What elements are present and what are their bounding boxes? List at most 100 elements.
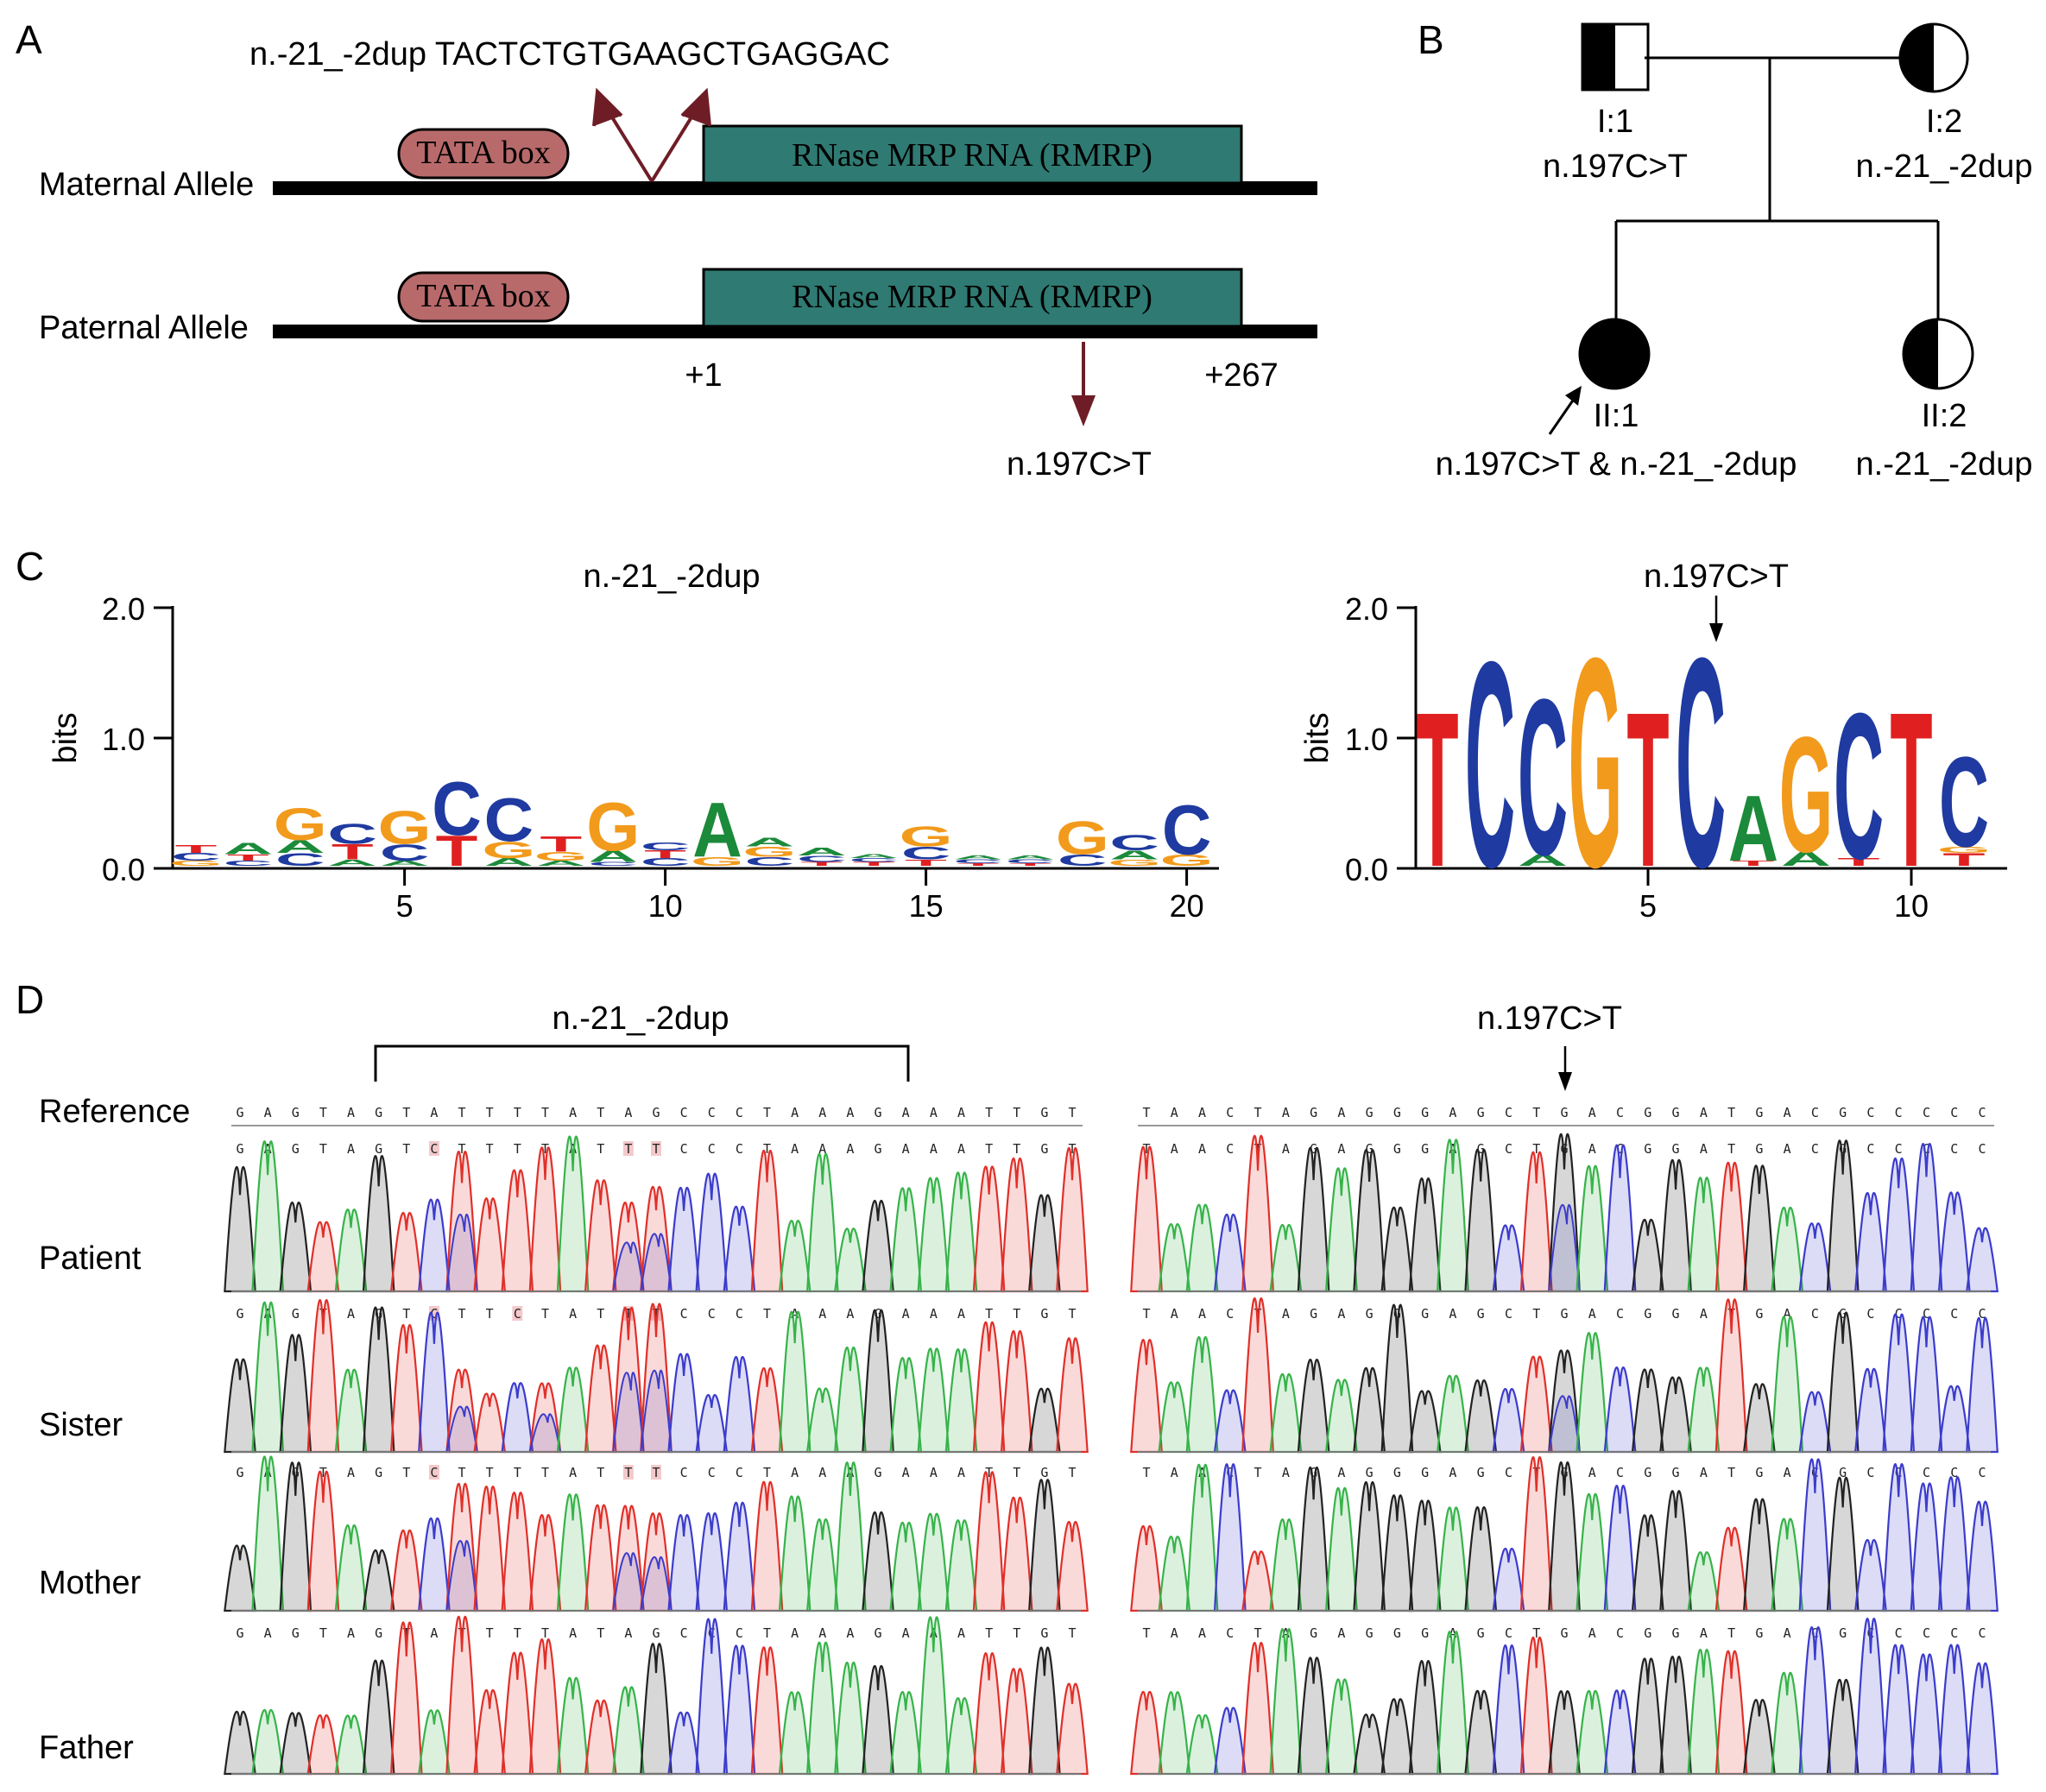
mother-right-seq-base-4: T (1254, 1465, 1262, 1480)
logo1-letter-13-1: C (797, 854, 847, 864)
mother-right-seq-base-7: A (1337, 1465, 1345, 1480)
father-right-trace-peak-6 (1297, 1656, 1330, 1776)
patient-right-trace-peak-15 (1548, 1133, 1581, 1293)
logo1-xtick-20: 20 (1170, 888, 1204, 924)
mother-left-seq-base-6: T (402, 1465, 410, 1480)
patient-left-seq-highlight-15 (651, 1141, 661, 1156)
sister-left-trace-peak-25 (917, 1347, 950, 1454)
ref-left-seq-base-20: A (791, 1105, 799, 1120)
logo1-letter-15-1: C (901, 843, 951, 863)
sister-left-seq-base-27: T (985, 1306, 993, 1322)
sister-right-seq-base-25: G (1839, 1306, 1847, 1322)
logo1-xtick-10: 10 (648, 888, 683, 924)
patient-left-seq-base-8: T (458, 1141, 466, 1157)
patient-right-trace-peak-30 (1966, 1227, 1999, 1293)
maternal-tata-box (397, 128, 570, 180)
sister-right-seq-base-9: G (1393, 1306, 1401, 1322)
father-left-trace-peak-6 (389, 1621, 423, 1776)
logo1-ytick-1: 1.0 (102, 722, 145, 757)
patient-right-seq-base-22: G (1755, 1141, 1763, 1157)
mother-right-trace-peak-20 (1687, 1551, 1721, 1612)
patient-left-seq-base-28: T (1013, 1141, 1020, 1157)
mother-left-trace-peak-13 (584, 1504, 617, 1612)
patient-right-trace-peak-18 (1631, 1218, 1664, 1293)
father-right-seq-base-14: T (1532, 1625, 1540, 1641)
mother-right-trace-peak-10 (1408, 1499, 1442, 1612)
father-left-trace-peak-18 (723, 1644, 756, 1776)
father-left-trace-peak-2 (279, 1712, 313, 1776)
father-left-trace-peak-5 (362, 1659, 395, 1776)
father-right-trace-peak-26 (1854, 1618, 1887, 1776)
patient-right-trace-peak-0 (1130, 1145, 1163, 1293)
ref-right-seq-base-14: T (1532, 1105, 1540, 1120)
mother-left-seq-base-28: T (1013, 1465, 1020, 1480)
mother-right-trace-peak-21 (1714, 1526, 1748, 1612)
sister-right-seq-base-19: G (1672, 1306, 1680, 1322)
panel-letter-c: C (16, 544, 44, 589)
patient-right-seq-base-9: G (1393, 1141, 1401, 1157)
mother-left-seq-base-19: T (763, 1465, 771, 1480)
mother-right-trace-peak-4 (1241, 1550, 1275, 1612)
sister-left-trace-peak-26 (944, 1348, 978, 1454)
mother-right-trace-peak-9 (1380, 1494, 1414, 1612)
pedigree-ii2-id: II:2 (1922, 398, 1967, 434)
mother-right-seq-base-22: G (1755, 1465, 1763, 1480)
logo1-letter-10-2: C (641, 841, 691, 853)
pedigree-i1-symbol (1581, 22, 1650, 91)
patient-right-trace-peak-12 (1464, 1149, 1498, 1293)
logo1-letter-19-0: G (1108, 858, 1161, 868)
ref-right-seq-base-17: C (1616, 1105, 1624, 1120)
sister-right-trace-peak-11 (1436, 1374, 1469, 1454)
logo2-title-arrow (1709, 596, 1723, 642)
ref-right-seq-base-27: C (1895, 1105, 1903, 1120)
mother-right-trace-peak-24 (1798, 1458, 1832, 1612)
panel-b: B I:1 n.197C>T I:2 n.-21_-2dup (1418, 17, 2032, 483)
ref-right-seq-base-5: A (1282, 1105, 1290, 1120)
father-left-seq-base-13: T (597, 1625, 604, 1641)
logo2-letter-2-0: C (1465, 603, 1515, 929)
ref-right-seq-base-6: G (1310, 1105, 1317, 1120)
mutation-label-d: n.197C>T (1477, 1000, 1622, 1037)
patient-left-trace-peak-22 (834, 1227, 867, 1293)
logo1-letter-16-1: C (953, 858, 1003, 864)
logo1-letter-1-1: C (171, 851, 221, 863)
sister-left-trace-peak-3 (306, 1299, 340, 1454)
patient-right-trace (1130, 1133, 1999, 1293)
logo1-letter-2-1: T (227, 853, 269, 863)
logo2-axes (1397, 606, 2007, 870)
sister-right-trace-peak-3 (1213, 1389, 1247, 1454)
sister-right-trace-peak-27 (1882, 1313, 1916, 1454)
logo2-letter-7-0: T (1732, 860, 1774, 868)
patient-left-seq-highlight-14 (622, 1141, 634, 1156)
logo1-letter-9-1: A (588, 848, 638, 866)
ref-right-seq-base-16: A (1588, 1105, 1596, 1120)
patient-right-seq-base-23: A (1784, 1141, 1791, 1157)
sister-left-seq-base-0: G (236, 1306, 243, 1322)
sister-right-seq-base-7: A (1337, 1306, 1345, 1322)
logo2-letter-4-0: G (1569, 597, 1623, 931)
father-left-trace-peak-30 (1056, 1682, 1089, 1776)
logo1-letter-17-1: C (1006, 858, 1056, 864)
mother-left-trace-peak-28 (1000, 1496, 1033, 1612)
father-left-seq-base-14: A (624, 1625, 632, 1641)
logo2-letter-8-1: G (1779, 703, 1834, 887)
sister-left-trace-peak-12 (556, 1366, 590, 1454)
patient-left-trace-peak-27 (972, 1165, 1006, 1293)
sister-right-trace-peak-15 (1548, 1349, 1581, 1454)
father-right-seq-base-20: A (1700, 1625, 1708, 1641)
father-left-seq-base-11: T (541, 1625, 549, 1641)
sister-right-trace-peak-23 (1771, 1316, 1804, 1454)
sister-right-seq-base-29: C (1950, 1306, 1958, 1322)
patient-left-trace-peak-2 (279, 1202, 313, 1293)
logo1-letter-12-2: A (745, 835, 795, 849)
mother-right-trace-peak-11 (1437, 1506, 1469, 1612)
father-right-trace-peak-13 (1492, 1644, 1525, 1776)
mother-right-seq-base-9: G (1393, 1465, 1401, 1480)
mother-right-seq-base-5: A (1282, 1465, 1290, 1480)
ref-left-seq-base-17: C (708, 1105, 716, 1120)
logo1-letter-18-1: G (1056, 812, 1109, 865)
sister-right-seq-base-20: A (1700, 1306, 1708, 1322)
panel-d: D n.-21_-2dup n.197C>T Reference Patient… (16, 977, 1999, 1776)
